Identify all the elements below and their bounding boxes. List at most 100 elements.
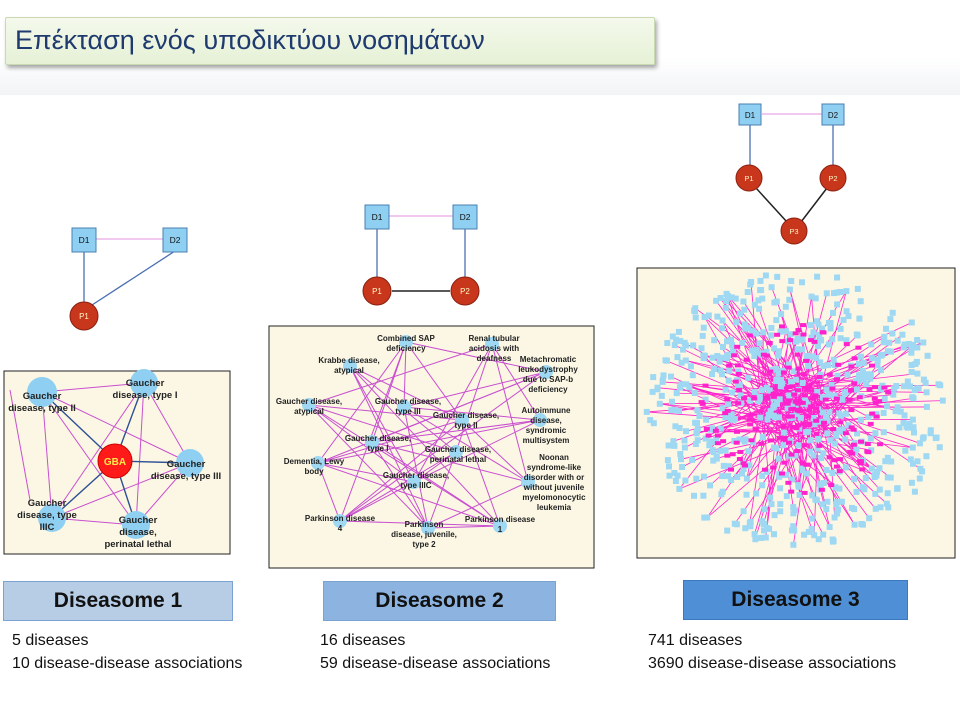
network3-node (815, 321, 822, 328)
network3-node (761, 506, 768, 513)
network2-label-type2-l2: type II (454, 421, 477, 430)
network3-core-node (774, 332, 781, 337)
network2-node (539, 365, 553, 379)
network3-node (694, 437, 701, 444)
network3-node (854, 285, 861, 292)
network3-core-node (859, 467, 866, 472)
network2-edge (317, 419, 541, 464)
network3-node (666, 463, 672, 470)
network3-core-node (728, 467, 734, 472)
network2-edge (349, 365, 415, 483)
scheme2-d1-box (364, 204, 390, 230)
network3-core-node (788, 452, 795, 457)
network3-core-node (734, 344, 741, 349)
network3-node (823, 414, 830, 421)
network3-core-node (785, 398, 792, 403)
network3-core-node (702, 383, 709, 388)
network3-core-node (735, 401, 742, 406)
network2-edge (317, 462, 415, 483)
network3-node (865, 414, 872, 420)
network3-node (713, 436, 720, 443)
network3-node (878, 386, 884, 393)
diseasome-1-title: Diseasome 1 (53, 589, 183, 612)
network3-node (776, 414, 782, 421)
network3-node (853, 446, 860, 453)
network3-edge (734, 419, 809, 524)
network3-node (790, 504, 797, 511)
network3-node (877, 367, 884, 374)
network3-node (773, 317, 780, 324)
network3-node (851, 521, 858, 528)
network3-core-node (703, 426, 710, 431)
network3-node (742, 325, 749, 332)
network2-label-autoimmune-l3: syndromic (526, 426, 567, 435)
network3-node (853, 488, 860, 495)
network3-edge (811, 399, 843, 415)
network3-node (914, 370, 921, 377)
network3-node (829, 336, 836, 343)
scheme3-p3-node (780, 217, 808, 245)
network3-core-node (714, 433, 721, 438)
network3-node (886, 339, 893, 346)
network3-core-node (801, 393, 808, 398)
network3-core-node (806, 408, 813, 413)
network3-core-node (866, 387, 873, 392)
network3-core-node (780, 423, 787, 428)
network3-node (658, 392, 665, 399)
network3-node (666, 472, 673, 479)
network2-edge (371, 371, 547, 443)
network3-node (812, 295, 819, 302)
network3-node (838, 412, 845, 419)
network3-node (735, 368, 742, 375)
network3-node (785, 361, 792, 368)
network3-node (803, 470, 810, 477)
network3-node (751, 389, 758, 396)
network3-node (771, 512, 778, 519)
network3-core-node (784, 401, 791, 406)
network2-label-noonan-l3: disorder with or (524, 473, 584, 482)
network3-node (743, 475, 750, 482)
diseasome-2-title: Diseasome 2 (375, 589, 504, 612)
network3-core-node (767, 369, 774, 374)
network3-core-node (795, 366, 802, 371)
network3-node (867, 435, 874, 442)
network3-core-node (768, 438, 774, 443)
network3-edge (659, 403, 771, 417)
network3-core-node (858, 439, 864, 444)
network3-core-node (805, 384, 812, 389)
network3-node (671, 470, 678, 476)
network3-node (665, 442, 672, 449)
network3-node (774, 273, 781, 280)
network3-node (671, 442, 678, 449)
network3-node (755, 398, 761, 405)
network2-label-parkinson4-l2: 4 (338, 524, 343, 533)
network2-edge (461, 419, 501, 527)
network3-node (843, 308, 850, 315)
network2-edge (403, 406, 529, 483)
scheme3-d1-label: D1 (745, 111, 756, 120)
network3-node (734, 474, 741, 480)
network3-node (933, 434, 940, 441)
network3-core-node (811, 339, 818, 344)
network3-node (649, 388, 656, 395)
network3-node (820, 409, 826, 416)
network3-node (922, 379, 929, 386)
network3-node (811, 421, 818, 428)
network3-node (777, 508, 784, 515)
network3-node (907, 383, 913, 390)
network3-core-node (809, 396, 816, 401)
network3-node (775, 348, 782, 355)
network3-core-node (876, 399, 883, 404)
network3-edge (812, 344, 914, 430)
network3-node (719, 317, 726, 324)
network3-node (907, 456, 914, 463)
network3-node (733, 521, 740, 528)
network3-node (874, 468, 881, 475)
network2-label-atypical-l2: atypical (294, 407, 324, 416)
diseasome-1-stats: 5 diseases 10 disease-disease associatio… (12, 629, 242, 675)
network1-label-type3c-l3: IIIC (40, 522, 55, 533)
network3-node (873, 472, 880, 479)
network3-core-node (799, 461, 806, 466)
network3-node (810, 415, 817, 421)
